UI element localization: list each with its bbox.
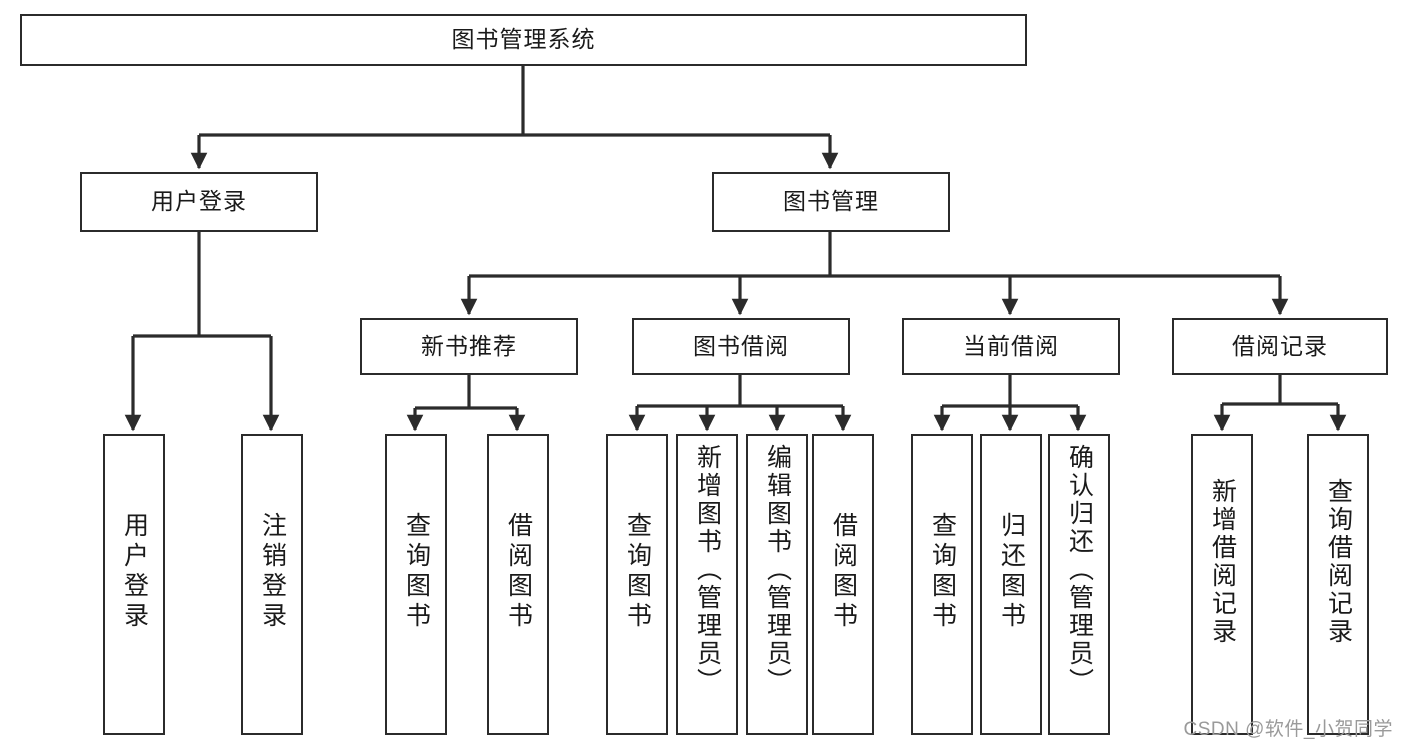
node-book-manage[interactable]: 图书管理 [712, 172, 950, 232]
node-leaf-edit-book-label: 编辑图书（管理员） [763, 444, 792, 696]
node-leaf-confirm-return-label: 确认归还（管理员） [1065, 444, 1094, 696]
csdn-watermark: CSDN @软件_小贺同学 [1183, 719, 1393, 740]
node-leaf-user-login[interactable]: 用户登录 [103, 434, 165, 735]
node-leaf-borrow-book-2-label: 借阅图书 [829, 512, 858, 632]
node-new-book-recommend[interactable]: 新书推荐 [360, 318, 578, 375]
node-leaf-add-book[interactable]: 新增图书（管理员） [676, 434, 738, 735]
node-leaf-logout[interactable]: 注销登录 [241, 434, 303, 735]
node-leaf-logout-label: 注销登录 [258, 512, 287, 632]
node-leaf-add-record[interactable]: 新增借阅记录 [1191, 434, 1253, 735]
node-root-label: 图书管理系统 [451, 26, 596, 53]
node-borrow-record-label: 借阅记录 [1232, 332, 1328, 359]
node-leaf-user-login-label: 用户登录 [120, 512, 149, 632]
node-current-borrow[interactable]: 当前借阅 [902, 318, 1120, 375]
node-new-book-recommend-label: 新书推荐 [421, 332, 517, 359]
node-leaf-confirm-return[interactable]: 确认归还（管理员） [1048, 434, 1110, 735]
node-book-borrow[interactable]: 图书借阅 [632, 318, 850, 375]
node-leaf-return-book[interactable]: 归还图书 [980, 434, 1042, 735]
node-leaf-query-book-2[interactable]: 查询图书 [606, 434, 668, 735]
node-leaf-query-record-label: 查询借阅记录 [1324, 478, 1353, 646]
node-leaf-query-record[interactable]: 查询借阅记录 [1307, 434, 1369, 735]
node-leaf-query-book-3-label: 查询图书 [928, 512, 957, 632]
node-leaf-query-book-1-label: 查询图书 [402, 512, 431, 632]
node-leaf-borrow-book-2[interactable]: 借阅图书 [812, 434, 874, 735]
node-user-login[interactable]: 用户登录 [80, 172, 318, 232]
node-book-manage-label: 图书管理 [783, 188, 879, 215]
node-current-borrow-label: 当前借阅 [963, 332, 1059, 359]
node-leaf-borrow-book-1-label: 借阅图书 [504, 512, 533, 632]
node-leaf-edit-book[interactable]: 编辑图书（管理员） [746, 434, 808, 735]
node-user-login-label: 用户登录 [151, 188, 247, 215]
node-leaf-query-book-3[interactable]: 查询图书 [911, 434, 973, 735]
node-leaf-query-book-2-label: 查询图书 [623, 512, 652, 632]
node-book-borrow-label: 图书借阅 [693, 332, 789, 359]
node-leaf-add-book-label: 新增图书（管理员） [693, 444, 722, 696]
node-root[interactable]: 图书管理系统 [20, 14, 1027, 66]
node-leaf-query-book-1[interactable]: 查询图书 [385, 434, 447, 735]
node-leaf-borrow-book-1[interactable]: 借阅图书 [487, 434, 549, 735]
node-borrow-record[interactable]: 借阅记录 [1172, 318, 1388, 375]
node-leaf-return-book-label: 归还图书 [997, 512, 1026, 632]
node-leaf-add-record-label: 新增借阅记录 [1208, 478, 1237, 646]
